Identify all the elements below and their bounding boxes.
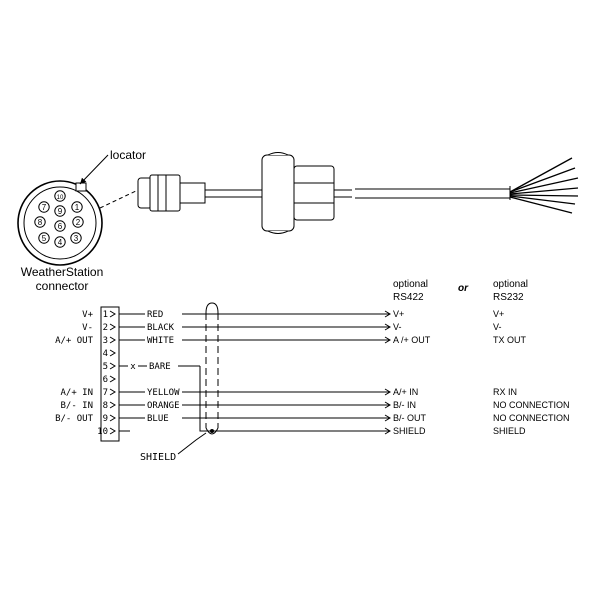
locator-arrow: [79, 154, 109, 185]
cable-wires: [509, 157, 579, 214]
connector-pin-number: 2: [76, 218, 81, 227]
cable-shield: [205, 302, 219, 435]
rs232-signal: TX OUT: [493, 335, 527, 345]
locator-notch: [75, 182, 87, 192]
rs422-signal: SHIELD: [393, 426, 426, 436]
connector-pin-number: 8: [38, 218, 43, 227]
pin-row: 4: [103, 349, 116, 359]
connector-caption-line2: connector: [36, 279, 89, 293]
rs422-signal: V+: [393, 309, 404, 319]
wire-color-label: BARE: [149, 362, 171, 372]
connector-pin-number: 5: [42, 234, 47, 243]
pin-number: 10: [97, 427, 108, 437]
rs422-signal: A /+ OUT: [393, 335, 431, 345]
pin-row: B/- IN 8 ORANGE B/- IN NO CONNECTION: [60, 400, 569, 411]
wire-color-label: RED: [147, 310, 163, 320]
connector-pin-number: 3: [74, 234, 79, 243]
connector-face: 1 2 3 4 5 6 7 8 9 10: [17, 180, 103, 266]
pin-row: V+ 1 RED V+ V+: [82, 309, 504, 320]
pin-row: 6: [103, 375, 116, 385]
rs232-signal: V-: [493, 322, 502, 332]
pin-left-label: B/- IN: [60, 401, 93, 411]
rs232-signal: SHIELD: [493, 426, 526, 436]
wire-color-label: BLUE: [147, 414, 169, 424]
connector-pin: 5: [38, 232, 50, 244]
shield-leader: [177, 432, 207, 455]
pin-left-label: V-: [82, 323, 93, 333]
rs422-optional-label: optional: [393, 279, 428, 290]
rs422-signal: A/+ IN: [393, 387, 418, 397]
wire-color-label: YELLOW: [147, 388, 180, 398]
connector-pin: 9: [54, 205, 66, 217]
rs232-optional-label: optional: [493, 279, 528, 290]
pin-number: 3: [103, 336, 108, 346]
connector-pin: 1: [71, 201, 83, 213]
connector-pin-number: 6: [58, 222, 63, 231]
rs422-signal: B/- OUT: [393, 413, 427, 423]
pin-number: 9: [103, 414, 108, 424]
pin-row: V- 2 BLACK V- V-: [82, 322, 501, 333]
pin-number: 8: [103, 401, 108, 411]
pin-number: 1: [103, 310, 108, 320]
pin-number: 5: [103, 362, 108, 372]
cable-gland: [261, 152, 352, 234]
rs422-signal: V-: [393, 322, 402, 332]
pin-row: A/+ IN 7 YELLOW A/+ IN RX IN: [60, 387, 517, 398]
wire-color-label: BLACK: [147, 323, 175, 333]
rs232-signal: V+: [493, 309, 504, 319]
connector-caption-line1: WeatherStation: [21, 265, 104, 279]
rs232-signal: NO CONNECTION: [493, 413, 570, 423]
cable-plug: [137, 174, 262, 212]
locator-label: locator: [110, 148, 146, 162]
connector-pin: 4: [54, 236, 66, 248]
rs232-signal: NO CONNECTION: [493, 400, 570, 410]
pin-row: B/- OUT 9 BLUE B/- OUT NO CONNECTION: [55, 413, 569, 424]
or-label: or: [458, 283, 469, 294]
wire-color-label: ORANGE: [147, 401, 180, 411]
pin-left-label: V+: [82, 310, 93, 320]
rs232-signal: RX IN: [493, 387, 517, 397]
pin-number: 2: [103, 323, 108, 333]
rs422-header: RS422: [393, 292, 424, 303]
connector-pin: 3: [70, 232, 82, 244]
pin-row: 10 SHIELD SHIELD: [97, 426, 526, 437]
wire-color-label: WHITE: [147, 336, 174, 346]
pin-row: A/+ OUT 3 WHITE A /+ OUT TX OUT: [55, 335, 526, 346]
pin-number: 7: [103, 388, 108, 398]
pin-left-label: A/+ IN: [60, 388, 93, 398]
connector-pin: 8: [34, 216, 46, 228]
pin-left-label: A/+ OUT: [55, 336, 94, 346]
rs422-signal: B/- IN: [393, 400, 416, 410]
terminal-block: [100, 306, 120, 442]
rs232-header: RS232: [493, 292, 524, 303]
shield-label: SHIELD: [140, 452, 176, 463]
connector-pin-number: 10: [57, 195, 64, 201]
connector-pin: 10: [54, 190, 66, 202]
connector-pin: 2: [72, 216, 84, 228]
connector-pin: 6: [54, 220, 66, 232]
pin-number: 4: [103, 349, 108, 359]
connector-leader: [99, 189, 139, 209]
connector-pin-number: 1: [75, 203, 80, 212]
pin-left-label: B/- OUT: [55, 414, 94, 424]
bare-x-mark: x: [130, 362, 136, 372]
pin-number: 6: [103, 375, 108, 385]
connector-pin: 7: [38, 201, 50, 213]
connector-pin-number: 9: [58, 207, 63, 216]
connector-pin-number: 4: [58, 238, 63, 247]
cable-end: [355, 186, 511, 200]
connector-pin-number: 7: [42, 203, 47, 212]
